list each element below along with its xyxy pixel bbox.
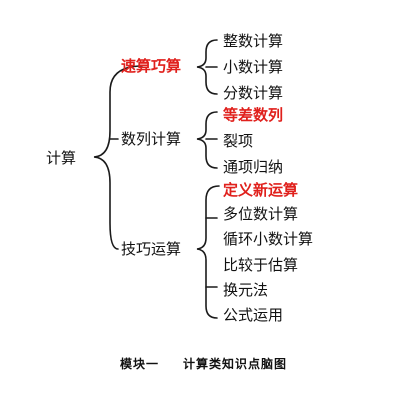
sequence-calculation-brace bbox=[196, 111, 218, 169]
topic-sequence-calculation: 数列计算 bbox=[121, 130, 181, 148]
subtopic-comparison-and-estimation: 比较于估算 bbox=[223, 256, 298, 274]
root-node: 计算 bbox=[46, 149, 76, 167]
subtopic-repeating-decimal-calculation: 循环小数计算 bbox=[223, 230, 313, 248]
technique-operation-brace bbox=[196, 185, 220, 319]
subtopic-decimal-calculation: 小数计算 bbox=[223, 58, 283, 76]
subtopic-split-terms: 裂项 bbox=[223, 132, 253, 150]
subtopic-integer-calculation: 整数计算 bbox=[223, 32, 283, 50]
topic-speed-calculation: 速算巧算 bbox=[121, 57, 181, 75]
subtopic-fraction-calculation: 分数计算 bbox=[223, 84, 283, 102]
caption-title: 计算类知识点脑图 bbox=[183, 356, 287, 371]
topic-technique-operation: 技巧运算 bbox=[121, 240, 181, 258]
subtopic-multi-digit-calculation: 多位数计算 bbox=[223, 205, 298, 223]
subtopic-defined-new-operation: 定义新运算 bbox=[223, 181, 298, 199]
root-brace bbox=[93, 65, 143, 250]
subtopic-substitution-method: 换元法 bbox=[223, 281, 268, 299]
speed-calculation-brace bbox=[196, 39, 218, 95]
caption-module: 模块一 bbox=[120, 356, 159, 371]
subtopic-formula-application: 公式运用 bbox=[223, 306, 283, 324]
subtopic-arithmetic-sequence: 等差数列 bbox=[223, 106, 283, 124]
subtopic-general-term-induction: 通项归纳 bbox=[223, 158, 283, 176]
